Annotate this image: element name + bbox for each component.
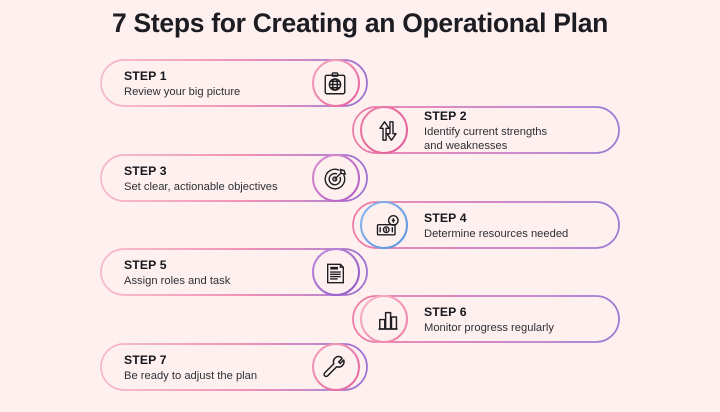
step-label-5: STEP 5 xyxy=(124,257,167,272)
todo-list-icon xyxy=(320,258,350,288)
step-row-3[interactable]: STEP 3 Set clear, actionable objectives xyxy=(100,155,368,203)
step-label-1: STEP 1 xyxy=(124,68,167,83)
step-text-4: STEP 4 Determine resources needed xyxy=(424,202,596,250)
step-label-3: STEP 3 xyxy=(124,163,167,178)
step-description-7: Be ready to adjust the plan xyxy=(124,369,258,382)
money-cash-icon xyxy=(373,211,403,241)
step-description-6: Monitor progress regularly xyxy=(424,321,554,334)
wrench-icon xyxy=(320,353,350,383)
step-row-1[interactable]: STEP 1 Review your big picture xyxy=(100,60,368,108)
step-text-3: STEP 3 Set clear, actionable objectives xyxy=(124,155,306,203)
step-description-2-line2: and weaknesses xyxy=(424,140,508,153)
step-text-1: STEP 1 Review your big picture xyxy=(124,60,306,108)
step-description-3: Set clear, actionable objectives xyxy=(124,180,278,193)
up-down-arrows-icon xyxy=(373,116,403,146)
step-label-6: STEP 6 xyxy=(424,304,467,319)
step-description-2: Identify current strengths xyxy=(424,125,548,138)
step-text-6: STEP 6 Monitor progress regularly xyxy=(424,296,596,344)
step-description-1: Review your big picture xyxy=(124,85,241,98)
step-row-7[interactable]: STEP 7 Be ready to adjust the plan xyxy=(100,344,368,392)
step-text-2: STEP 2 Identify current strengths and we… xyxy=(424,107,596,155)
step-text-7: STEP 7 Be ready to adjust the plan xyxy=(124,344,306,392)
step-row-5[interactable]: STEP 5 Assign roles and task xyxy=(100,249,368,297)
step-label-4: STEP 4 xyxy=(424,210,467,225)
step-row-2[interactable]: STEP 2 Identify current strengths and we… xyxy=(352,107,620,155)
page-title: 7 Steps for Creating an Operational Plan xyxy=(111,8,609,38)
step-row-6[interactable]: STEP 6 Monitor progress regularly xyxy=(352,296,620,344)
step-description-4: Determine resources needed xyxy=(424,227,569,240)
globe-clipboard-icon xyxy=(320,69,350,99)
step-label-2: STEP 2 xyxy=(424,108,467,123)
bar-chart-icon xyxy=(373,305,403,335)
step-description-5: Assign roles and task xyxy=(124,274,231,287)
step-row-4[interactable]: STEP 4 Determine resources needed xyxy=(352,202,620,250)
step-text-5: STEP 5 Assign roles and task xyxy=(124,249,306,297)
step-label-7: STEP 7 xyxy=(124,352,167,367)
target-dartboard-icon xyxy=(320,164,350,194)
